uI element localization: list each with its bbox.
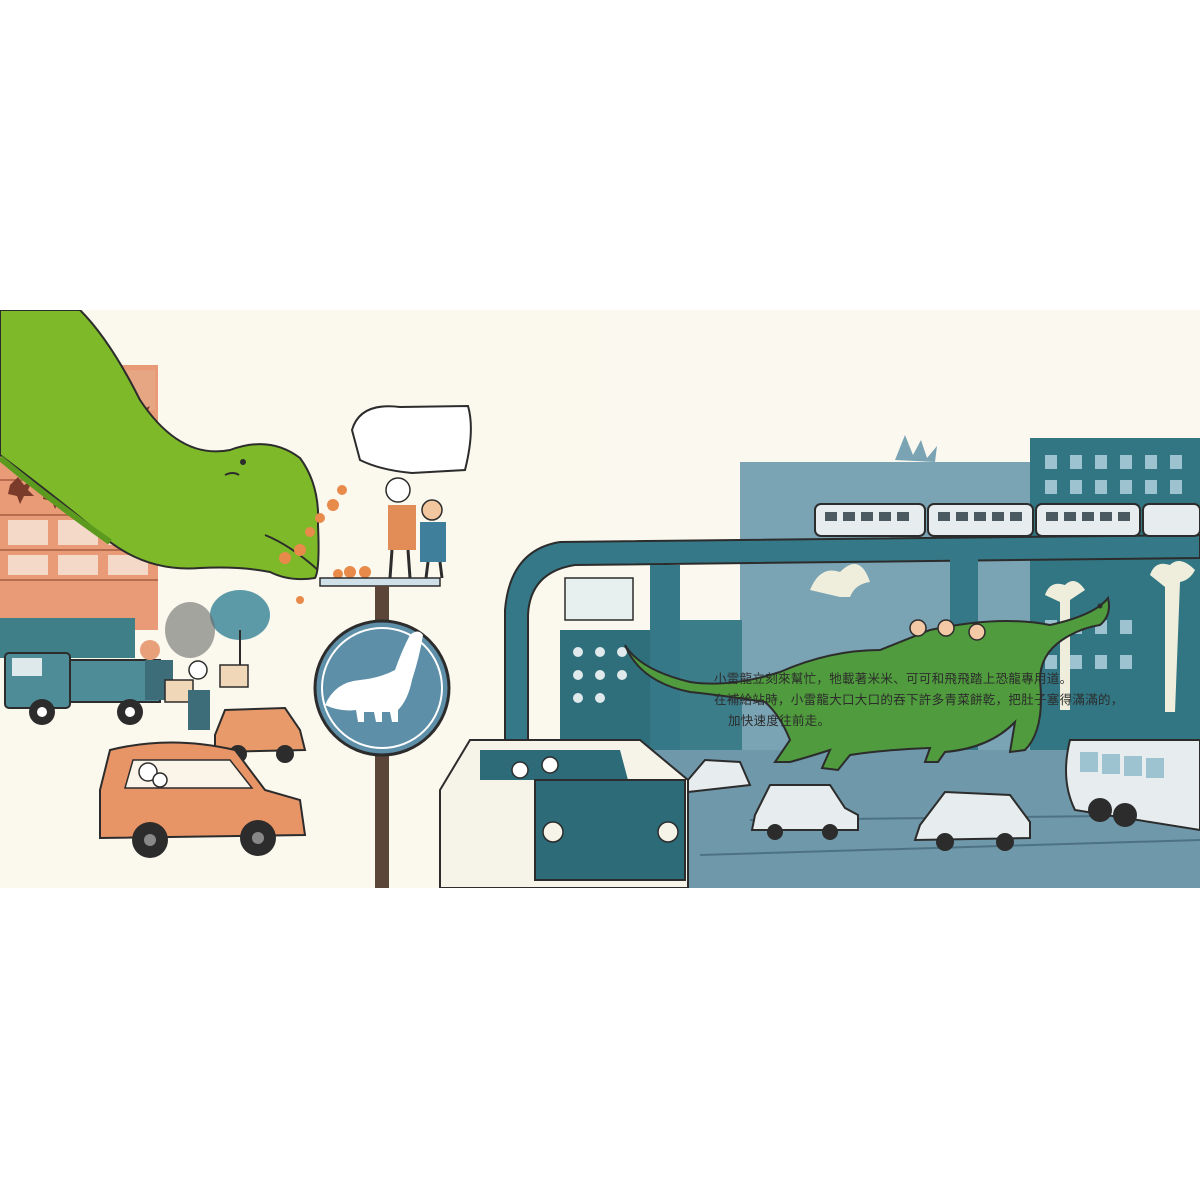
palm-trees: [810, 561, 1195, 712]
train: [814, 503, 1200, 537]
orange-car: [99, 741, 307, 858]
elevated-railway: [504, 503, 1200, 765]
shop-awning: [0, 618, 135, 658]
dinosaur-road-sign: [313, 586, 451, 888]
teal-truck: [439, 739, 689, 888]
green-dinosaur-head: [0, 310, 320, 581]
story-line-3: 加快速度往前走。: [728, 713, 831, 728]
left-trees: [165, 590, 270, 675]
workers: [140, 640, 249, 730]
story-line-2: 在補給站時，小雷龍大口大口的吞下許多青菜餅乾，把肚子塞得滿滿的，: [714, 692, 1124, 707]
green-dinosaur: [624, 595, 1110, 772]
story-line-1: 小雷龍立刻來幫忙，牠載著米米、可可和飛飛踏上恐龍專用道。: [714, 671, 1073, 686]
supply-station: [319, 404, 472, 587]
bus: [1065, 739, 1200, 832]
falling-cookies: [279, 485, 371, 604]
small-cars: [687, 758, 1031, 851]
illustration: [0, 310, 1200, 888]
story-text: 小雷龍立刻來幫忙，牠載著米米、可可和飛飛踏上恐龍專用道。 在補給站時，小雷龍大口…: [714, 668, 1194, 731]
billboard: [564, 577, 634, 621]
illustration-spread: 小雷龍立刻來幫忙，牠載著米米、可可和飛飛踏上恐龍專用道。 在補給站時，小雷龍大口…: [0, 310, 1200, 888]
